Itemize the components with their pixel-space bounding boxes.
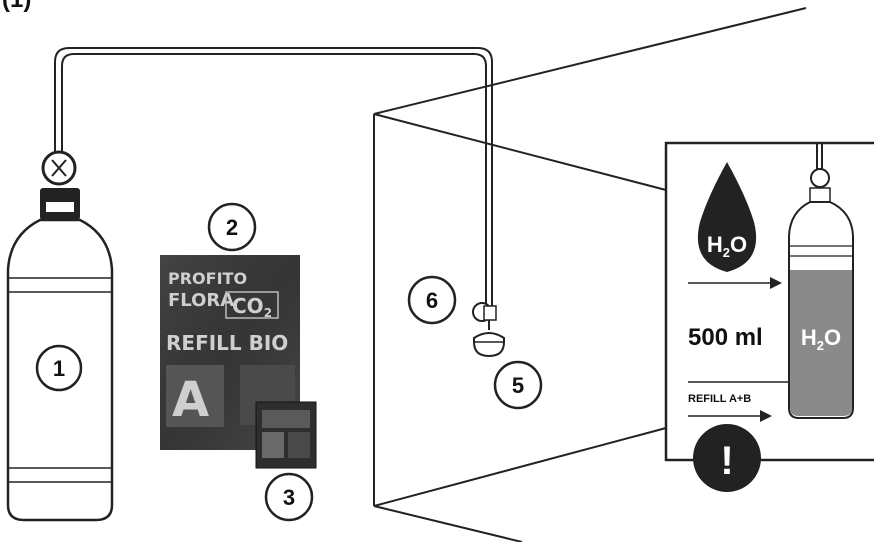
arrow-fill-level-icon: [770, 277, 782, 289]
package-brand: PROFITO: [168, 269, 247, 288]
co2-bottle: 1: [6, 150, 114, 522]
water-drop-icon: [697, 162, 757, 272]
callout-number-1: 1: [53, 356, 65, 381]
package-product: REFILL BIO: [166, 331, 288, 355]
callout-number-3: 3: [283, 485, 295, 510]
callout-number-6: 6: [426, 288, 438, 313]
warning-icon: [693, 424, 761, 492]
diffuser: [473, 332, 505, 358]
diffuser-assembly: [472, 302, 505, 358]
callout-circle-3: [264, 472, 314, 522]
air-tube: [54, 47, 493, 308]
aquarium-outline: [373, 7, 807, 542]
small-refill-package: [255, 401, 317, 469]
arrow-refill-mark-icon: [760, 410, 772, 422]
package-co2: CO2: [232, 294, 272, 320]
package-letter: A: [172, 372, 209, 428]
water-fill: [790, 270, 852, 416]
callout-number-5: 5: [512, 373, 524, 398]
package-line: FLORA: [168, 290, 234, 311]
callout-circle-2: [207, 202, 257, 252]
drop-label: H2O: [707, 232, 747, 260]
filling-detail-panel: H2O 500 ml REFILL A+B H2O !: [664, 141, 874, 492]
warning-symbol: !: [720, 439, 733, 483]
water-label: H2O: [801, 325, 841, 353]
figure-label: (1): [2, 0, 31, 14]
volume-label: 500 ml: [688, 324, 763, 351]
callout-circle-1: [35, 344, 83, 392]
callout-number-2: 2: [226, 215, 238, 240]
refill-label: REFILL A+B: [688, 393, 751, 405]
callout-circle-6: [407, 275, 457, 325]
callout-circle-5: [493, 360, 543, 410]
